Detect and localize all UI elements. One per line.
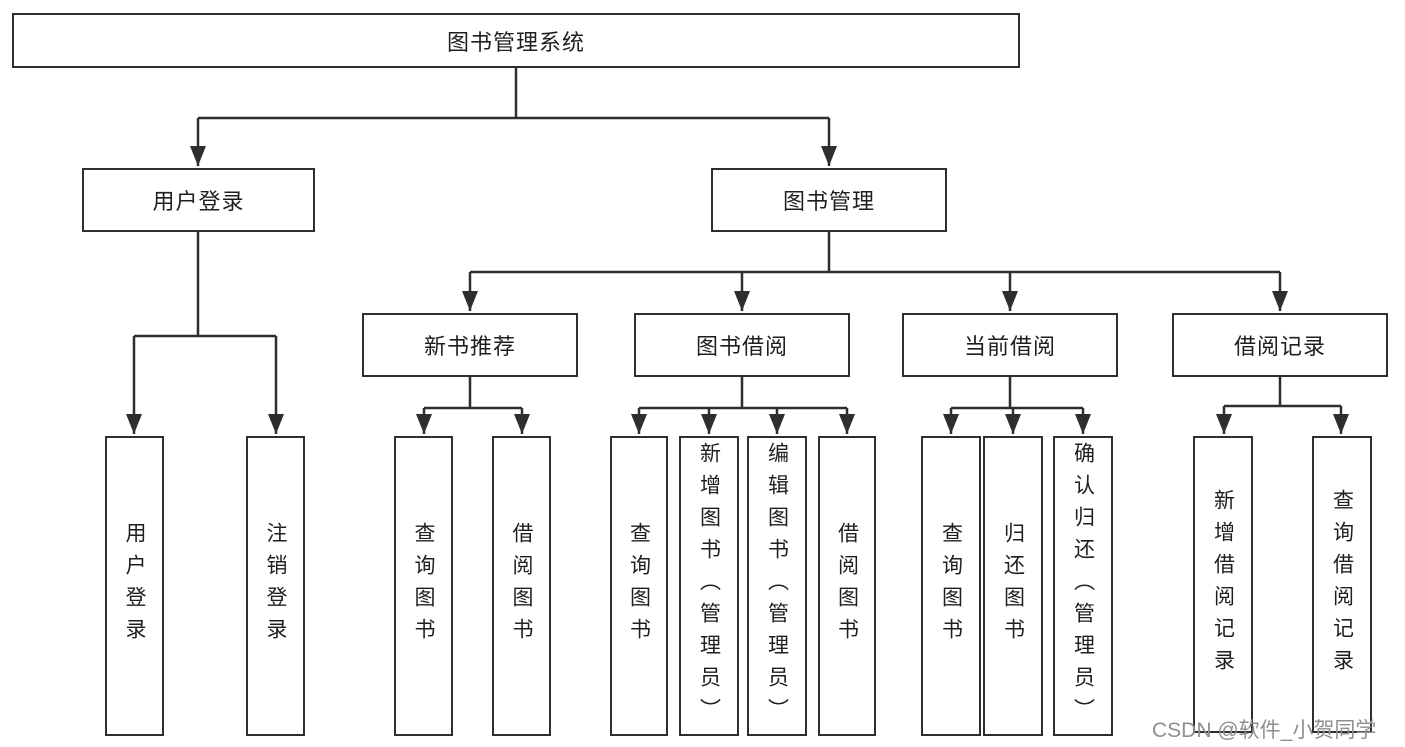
node-root: 图书管理系统 <box>12 13 1020 68</box>
node-new-book-recommend: 新书推荐 <box>362 313 578 377</box>
node-current-borrow-label: 当前借阅 <box>963 334 1056 359</box>
leaf-confirm-return-admin: 确认归还（管理员） <box>1053 436 1113 736</box>
leaf-borrow-book-recommend: 借阅图书 <box>492 436 551 736</box>
leaf-logout-login-label: 注销登录 <box>264 522 287 650</box>
leaf-query-borrow-record: 查询借阅记录 <box>1312 436 1372 733</box>
node-user-login: 用户登录 <box>82 168 315 232</box>
node-book-manage-label: 图书管理 <box>782 189 875 214</box>
leaf-query-book-current-label: 查询图书 <box>939 522 963 650</box>
leaf-query-book-current: 查询图书 <box>921 436 981 736</box>
leaf-user-login-label: 用户登录 <box>123 522 146 650</box>
node-current-borrow: 当前借阅 <box>902 313 1118 377</box>
leaf-add-book-admin: 新增图书（管理员） <box>679 436 739 736</box>
node-borrow-record: 借阅记录 <box>1172 313 1388 377</box>
leaf-edit-book-admin: 编辑图书（管理员） <box>747 436 807 736</box>
leaf-return-book: 归还图书 <box>983 436 1043 736</box>
node-new-book-recommend-label: 新书推荐 <box>423 334 516 359</box>
leaf-user-login: 用户登录 <box>105 436 164 736</box>
node-root-label: 图书管理系统 <box>446 29 585 55</box>
node-book-borrow-label: 图书借阅 <box>695 334 788 359</box>
node-book-borrow: 图书借阅 <box>634 313 850 377</box>
leaf-add-borrow-record: 新增借阅记录 <box>1193 436 1253 733</box>
leaf-return-book-label: 归还图书 <box>1001 522 1025 650</box>
leaf-borrow-book-borrow: 借阅图书 <box>818 436 876 736</box>
leaf-query-borrow-record-label: 查询借阅记录 <box>1330 488 1354 681</box>
leaf-query-book-recommend-label: 查询图书 <box>412 522 435 650</box>
leaf-borrow-book-recommend-label: 借阅图书 <box>510 522 533 650</box>
leaf-query-book-recommend: 查询图书 <box>394 436 453 736</box>
leaf-add-book-admin-label: 新增图书（管理员） <box>697 442 721 730</box>
leaf-edit-book-admin-label: 编辑图书（管理员） <box>765 442 789 730</box>
node-user-login-label: 用户登录 <box>152 189 245 214</box>
node-book-manage: 图书管理 <box>711 168 947 232</box>
csdn-watermark: CSDN @软件_小贺同学 <box>1152 719 1377 742</box>
leaf-logout-login: 注销登录 <box>246 436 305 736</box>
leaf-query-book-borrow-label: 查询图书 <box>627 522 651 650</box>
node-borrow-record-label: 借阅记录 <box>1233 334 1326 359</box>
leaf-confirm-return-admin-label: 确认归还（管理员） <box>1071 442 1095 730</box>
leaf-borrow-book-borrow-label: 借阅图书 <box>835 522 859 650</box>
leaf-query-book-borrow: 查询图书 <box>610 436 668 736</box>
leaf-add-borrow-record-label: 新增借阅记录 <box>1211 488 1235 681</box>
